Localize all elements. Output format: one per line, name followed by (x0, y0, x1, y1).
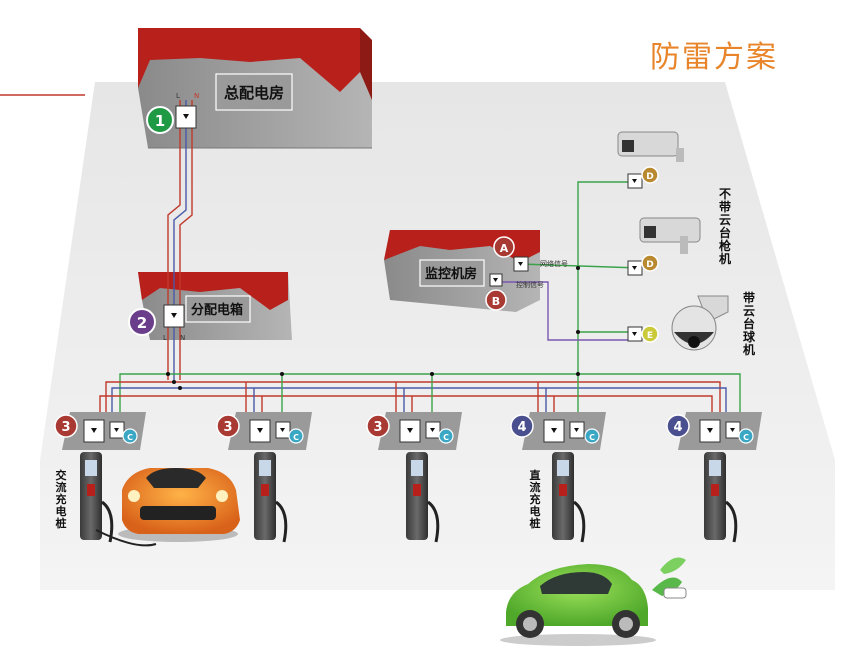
ac-charger-label: 交流充电桩 (55, 469, 67, 530)
badge-D1-label: D (646, 172, 653, 182)
wire-L-label-bottom: L (163, 334, 167, 342)
badge-2: 2 (128, 308, 156, 336)
badge-C-a-label: C (127, 433, 133, 442)
network-signal-label: 网络信号 (540, 259, 568, 268)
wire-N-label-top: N (194, 92, 199, 100)
badge-3-c-label: 3 (373, 420, 382, 435)
fixed-camera-label: 不带云台枪机 (718, 187, 731, 266)
badge-3-b-label: 3 (223, 420, 232, 435)
wire-L-label-top: L (176, 92, 180, 100)
badge-A: A (493, 236, 515, 258)
dc-charger-label: 直流充电桩 (529, 469, 541, 530)
main-distribution-label: 总配电房 (224, 84, 284, 102)
ptz-camera-image (671, 295, 729, 351)
monitor-room-label: 监控机房 (425, 266, 477, 282)
badge-E: E (641, 325, 659, 343)
badge-D2: D (641, 254, 659, 272)
spd-box-A (513, 256, 529, 272)
spd-box-2 (163, 304, 185, 328)
spd-box-D2 (627, 260, 643, 276)
spd-box-D1 (627, 173, 643, 189)
ptz-camera-label: 带云台球机 (742, 291, 755, 357)
orange-car-image (95, 468, 240, 547)
badge-A-label: A (500, 242, 509, 255)
badge-B-label: B (492, 295, 500, 308)
sub-distribution-label: 分配电箱 (191, 302, 243, 318)
charger-badges: 3 C 3 C 3 C 4 C 4 C (54, 414, 754, 444)
spd-box-B (489, 273, 503, 287)
badge-C-c-label: C (443, 433, 449, 442)
badge-3-a-label: 3 (61, 420, 70, 435)
badge-C-d-label: C (589, 433, 595, 442)
badge-D1: D (641, 166, 659, 184)
control-signal-label: 控制信号 (516, 280, 544, 289)
spd-box-E (627, 326, 643, 342)
spd-box-1 (175, 105, 197, 129)
bus-wires (99, 181, 741, 415)
bus-junctions (166, 266, 580, 390)
wire-N-label-bottom: N (180, 334, 185, 342)
badge-1-label: 1 (155, 112, 165, 130)
badge-C-b-label: C (293, 433, 299, 442)
page-title: 防雷方案 (650, 40, 778, 75)
badge-4-b-label: 4 (673, 420, 682, 435)
badge-2-label: 2 (137, 314, 147, 332)
badge-C-e-label: C (743, 433, 749, 442)
badge-E-label: E (647, 331, 653, 341)
badge-1: 1 (146, 106, 174, 134)
feeder-wires (167, 100, 193, 380)
floor (40, 82, 835, 590)
green-car-image (500, 557, 687, 646)
charging-piles (80, 452, 738, 543)
badge-4-a-label: 4 (517, 420, 526, 435)
fixed-camera-1-image (617, 131, 684, 162)
badge-B: B (485, 289, 507, 311)
badge-D2-label: D (646, 260, 653, 270)
fixed-camera-2-image (639, 217, 701, 254)
